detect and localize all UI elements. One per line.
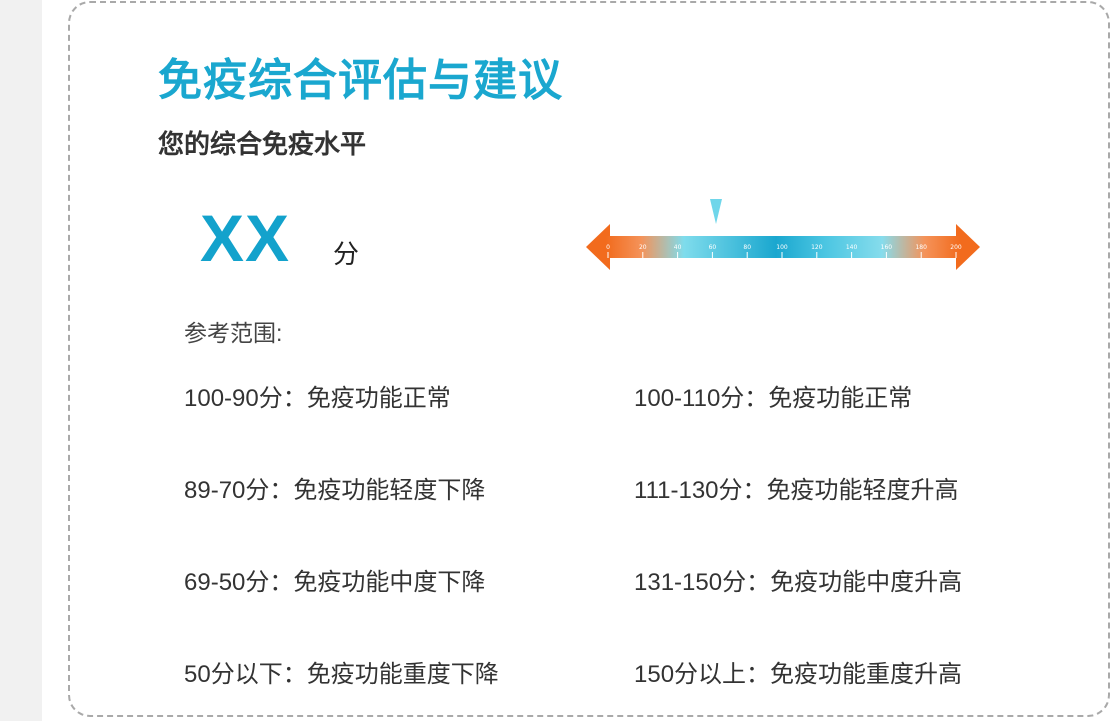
scale-tick-label: 60 xyxy=(709,244,717,251)
scale-tick-label: 20 xyxy=(639,244,647,251)
score-value: XX xyxy=(200,201,291,275)
scale-tick-label: 80 xyxy=(743,244,751,251)
score-unit: 分 xyxy=(333,239,360,269)
reference-left-item: 100-90分：免疫功能正常 xyxy=(184,385,451,412)
immune-assessment-card xyxy=(68,1,1110,717)
page-title: 免疫综合评估与建议 xyxy=(158,56,563,105)
reference-right-item: 111-130分：免疫功能轻度升高 xyxy=(634,477,959,504)
scale-tick-label: 40 xyxy=(674,244,682,251)
immune-level-scale: 0 20 40 60 80 100 120 140 160 180 200 xyxy=(586,199,980,270)
scale-tick-label: 100 xyxy=(776,244,788,251)
section-subtitle: 您的综合免疫水平 xyxy=(158,129,367,159)
scale-tick-label: 200 xyxy=(950,244,962,251)
scale-bar xyxy=(606,236,960,258)
reference-right-item: 150分以上：免疫功能重度升高 xyxy=(634,661,963,688)
scale-tick-label: 160 xyxy=(881,244,893,251)
reference-left-item: 69-50分：免疫功能中度下降 xyxy=(184,569,486,596)
reference-right-item: 131-150分：免疫功能中度升高 xyxy=(634,569,963,596)
reference-left-item: 89-70分：免疫功能轻度下降 xyxy=(184,477,486,504)
left-sidebar-strip xyxy=(0,0,42,721)
reference-left-item: 50分以下：免疫功能重度下降 xyxy=(184,661,499,688)
scale-left-arrow-icon xyxy=(586,224,610,270)
scale-tick-label: 180 xyxy=(915,244,927,251)
reference-right-item: 100-110分：免疫功能正常 xyxy=(634,385,913,412)
scale-tick-label: 140 xyxy=(846,244,858,251)
scale-pointer-icon xyxy=(710,199,722,224)
reference-range-label: 参考范围: xyxy=(184,320,283,346)
scale-right-arrow-icon xyxy=(956,224,980,270)
scale-tick-label: 0 xyxy=(606,244,610,251)
scale-tick-label: 120 xyxy=(811,244,823,251)
